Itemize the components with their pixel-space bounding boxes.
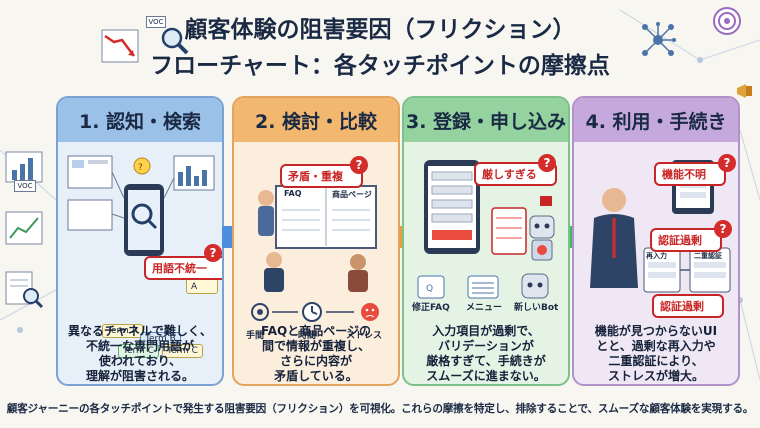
network-hub-icon [642, 22, 676, 56]
stage-description: FAQと商品ページの 間で情報が重複し、 さらに内容が 矛盾している。 [260, 324, 372, 383]
page-subtitle: フローチャート：各タッチポイントの摩擦点 [150, 53, 610, 79]
stage-consideration: 2. 検討・比較 FAQ 商品ページ 手間 時間 ストレス 矛盾・重複 ? FA… [232, 96, 400, 386]
stage-title: 2. 検討・比較 [234, 98, 398, 142]
product-page-tab-label: 商品ページ [332, 190, 372, 199]
stage-illustration: FAQ 商品ページ 手間 時間 ストレス [240, 148, 392, 341]
analytics-chart-icon [5, 151, 43, 183]
magnifier-icon [161, 27, 189, 55]
stage-title: 1. 認知・検索 [58, 98, 222, 142]
reenter-screen-label: 再入力 [646, 252, 667, 260]
two-factor-screen-label: 二重認証 [694, 252, 722, 260]
stage-title: 3. 登録・申し込み [404, 98, 568, 142]
friction-callout: 機能不明 [654, 162, 726, 186]
friction-callout: 厳しすぎる [474, 162, 557, 186]
question-badge-icon: ? [204, 244, 222, 262]
stage-description: 入力項目が過剰で、 バリデーションが 厳格すぎて、手続きが スムーズに進まない。 [426, 324, 546, 383]
icon-label: 新しいBot [514, 303, 559, 313]
stage-description: 異なるチャネルで難しく、 不統一な専門用語が 使われており、 理解が阻害される。 [68, 324, 212, 383]
term-label: Term C [162, 344, 203, 358]
declining-chart-icon [101, 29, 139, 63]
search-scene: ? [67, 155, 215, 256]
report-magnifier-icon [5, 271, 44, 309]
friction-callout: 認証過剰 [652, 294, 724, 318]
friction-callout: 矛盾・重複 [280, 164, 363, 188]
stage-illustration: 再入力 二重認証 [580, 148, 732, 324]
icon-label: ストレス [346, 331, 383, 341]
megaphone-icon [737, 84, 752, 98]
stage-title: 4. 利用・手続き [574, 98, 738, 142]
line-chart-icon [5, 211, 43, 245]
icon-label: 手間 [246, 331, 265, 341]
form-scene: Q [417, 160, 555, 299]
term-label: Term C [118, 344, 159, 358]
stage-registration: 3. 登録・申し込み Q 修正FAQ メニュー 新しいBot 厳しすぎる ? 入… [402, 96, 570, 386]
voc-side-label: VOC [14, 180, 36, 192]
comparison-scene [251, 185, 379, 322]
stage-usage: 4. 利用・手続き 再入力 二重認証 機能不明 ? 認証過剰 ? 認証過剰 機能… [572, 96, 740, 386]
footer-summary: 顧客ジャーニーの各タッチポイントで発生する阻害要因（フリクション）を可視化。これ… [6, 403, 754, 415]
stage-awareness: 1. 認知・検索 ? Term A Term A Term B Term C T… [56, 96, 224, 386]
icon-label: 修正FAQ [412, 303, 450, 313]
stage-illustration: ? Term A Term A Term B Term C Term C [64, 148, 218, 358]
question-badge-icon: ? [538, 154, 556, 172]
svg-text:Q: Q [426, 284, 433, 294]
stage-illustration: Q 修正FAQ メニュー 新しいBot [410, 148, 562, 324]
faq-tab-label: FAQ [284, 189, 302, 198]
question-badge-icon: ? [718, 154, 736, 172]
stage-description: 機能が見つからないUI とと、過剰な再入力や 二重認証により、 ストレスが増大。 [594, 324, 718, 383]
svg-text:?: ? [138, 163, 143, 173]
icon-label: メニュー [466, 303, 503, 313]
question-badge-icon: ? [714, 220, 732, 238]
term-label: Term A [102, 324, 143, 338]
icon-label: 時間 [298, 331, 317, 341]
term-label: Term B [140, 332, 181, 346]
question-badge-icon: ? [350, 156, 368, 174]
usage-scene [590, 160, 731, 293]
page-title: 顧客体験の阻害要因（フリクション） [184, 17, 576, 43]
voc-label: VOC [146, 16, 166, 28]
friction-callout: 認証過剰 [650, 228, 722, 252]
target-icon [713, 7, 741, 35]
